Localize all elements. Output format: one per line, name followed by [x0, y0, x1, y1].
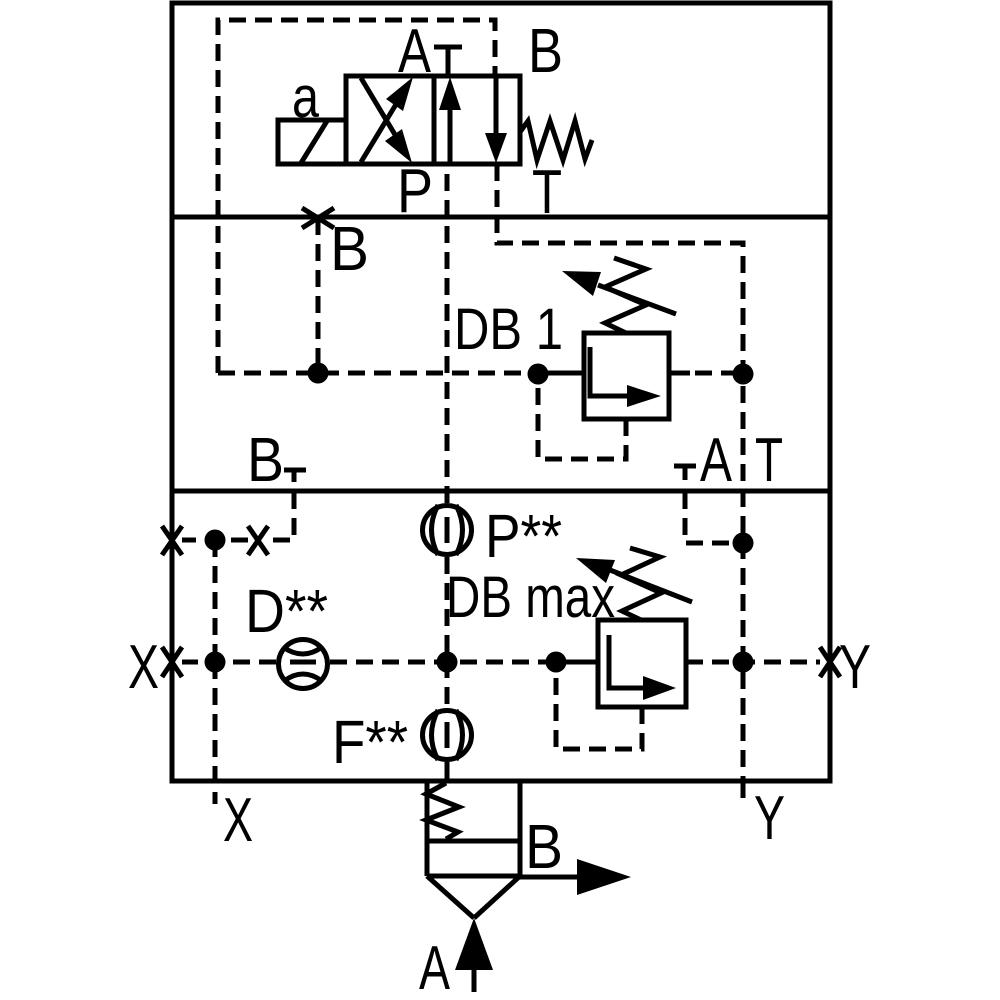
svg-text:Y: Y	[839, 633, 871, 702]
svg-text:DB 1: DB 1	[454, 297, 563, 362]
svg-text:P**: P**	[485, 502, 562, 570]
svg-text:B: B	[330, 215, 369, 284]
svg-text:a: a	[292, 65, 320, 130]
svg-text:B: B	[528, 17, 563, 86]
svg-text:P: P	[397, 157, 433, 226]
svg-text:A: A	[419, 934, 450, 1000]
svg-text:B: B	[525, 813, 563, 882]
svg-text:D**: D**	[245, 577, 328, 645]
svg-text:T: T	[532, 158, 562, 227]
svg-text:X: X	[223, 786, 253, 855]
svg-text:X: X	[128, 633, 159, 702]
svg-text:Y: Y	[754, 784, 785, 853]
svg-text:B: B	[247, 426, 284, 495]
svg-text:T: T	[755, 426, 783, 495]
svg-text:A: A	[700, 426, 732, 495]
svg-text:F**: F**	[332, 708, 408, 776]
svg-text:A: A	[398, 17, 432, 86]
svg-text:DB max: DB max	[446, 565, 615, 630]
